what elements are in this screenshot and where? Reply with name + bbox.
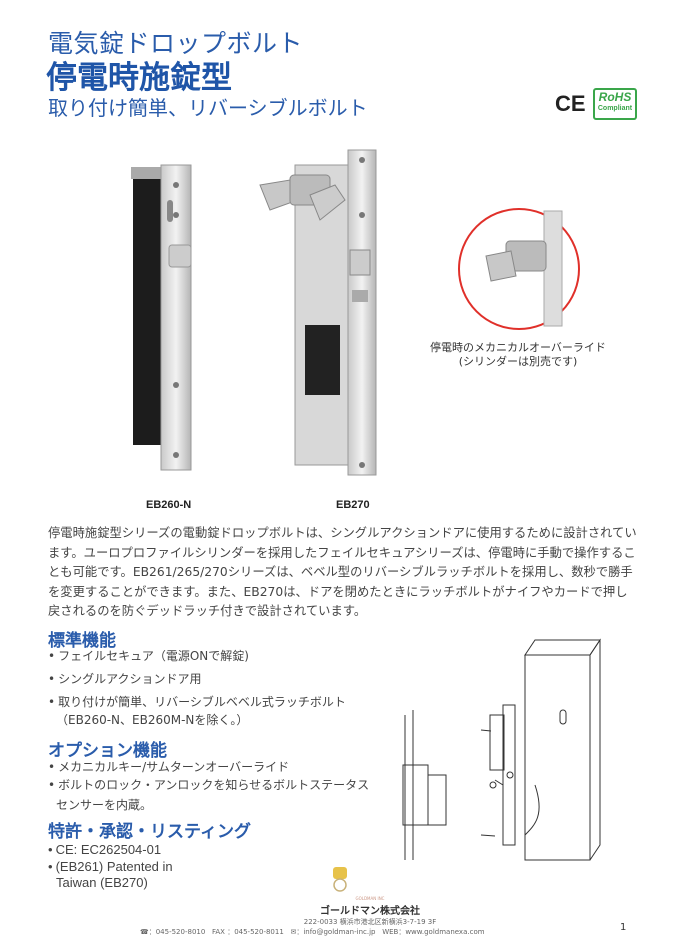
override-caption-line1: 停電時のメカニカルオーバーライド <box>430 341 606 354</box>
product-eb270-image <box>259 149 377 476</box>
title-line-1: 電気錠ドロップボルト <box>48 29 304 58</box>
contact-line: ☎：045-520-8010 FAX ：045-520-8011 ✉：info@… <box>140 927 485 937</box>
web-link[interactable]: WEB：www.goldmanexa.com <box>382 928 485 936</box>
ce-mark: CE <box>555 91 586 116</box>
list-item: メカニカルキー/サムターンオーバーライド <box>48 759 289 776</box>
list-item: シングルアクションドア用 <box>48 671 201 688</box>
description-paragraph: 停電時施錠型シリーズの電動錠ドロップボルトは、シングルアクションドアに使用するた… <box>48 526 637 618</box>
installation-diagram <box>402 638 601 861</box>
product-label-eb260n: EB260-N <box>146 499 192 511</box>
list-item: フェイルセキュア（電源ONで解錠) <box>48 648 249 665</box>
section-heading-options: オプション機能 <box>48 741 167 761</box>
title-line-3: 取り付け簡単、リバーシブルボルト <box>48 96 368 120</box>
company-name: ゴールドマン株式会社 <box>320 906 420 917</box>
rohs-subtext: Compliant <box>597 105 633 112</box>
override-caption-line2: (シリンダーは別売です) <box>458 355 578 368</box>
list-item: (EB261) Patented in <box>48 858 173 875</box>
rohs-text: RoHS <box>598 90 632 104</box>
company-address: 222-0033 横浜市港北区新横浜3-7-19 3F <box>303 918 437 926</box>
list-item: ボルトのロック・アンロックを知らせるボルトステータス <box>48 777 369 794</box>
list-item: 取り付けが簡単、リバーシブルベベル式ラッチボルト <box>48 694 346 711</box>
page-number: 1 <box>620 922 627 933</box>
list-item-continuation: Taiwan (EB270) <box>56 875 148 890</box>
list-item: CE: EC262504-01 <box>48 841 162 858</box>
section-heading-patents: 特許・承認・リスティング <box>48 822 251 842</box>
tel: ☎：045-520-8010 <box>140 928 206 936</box>
product-label-eb270: EB270 <box>336 499 370 511</box>
override-detail-image <box>458 208 580 330</box>
title-line-2: 停電時施錠型 <box>46 60 232 96</box>
override-caption: 停電時のメカニカルオーバーライド (シリンダーは別売です) <box>398 341 638 369</box>
section-heading-standard: 標準機能 <box>48 631 116 651</box>
logo-text: GOLDMAN INC <box>355 896 385 901</box>
list-item-continuation: （EB260-N、EB260M-Nを除く。） <box>56 713 249 727</box>
goldman-logo-icon <box>333 867 347 892</box>
list-item-continuation: センサーを内蔵。 <box>56 798 153 812</box>
fax: FAX ：045-520-8011 <box>212 928 284 936</box>
email-link[interactable]: ✉：info@goldman-inc.jp <box>290 928 376 936</box>
product-eb260n-image <box>131 164 192 471</box>
